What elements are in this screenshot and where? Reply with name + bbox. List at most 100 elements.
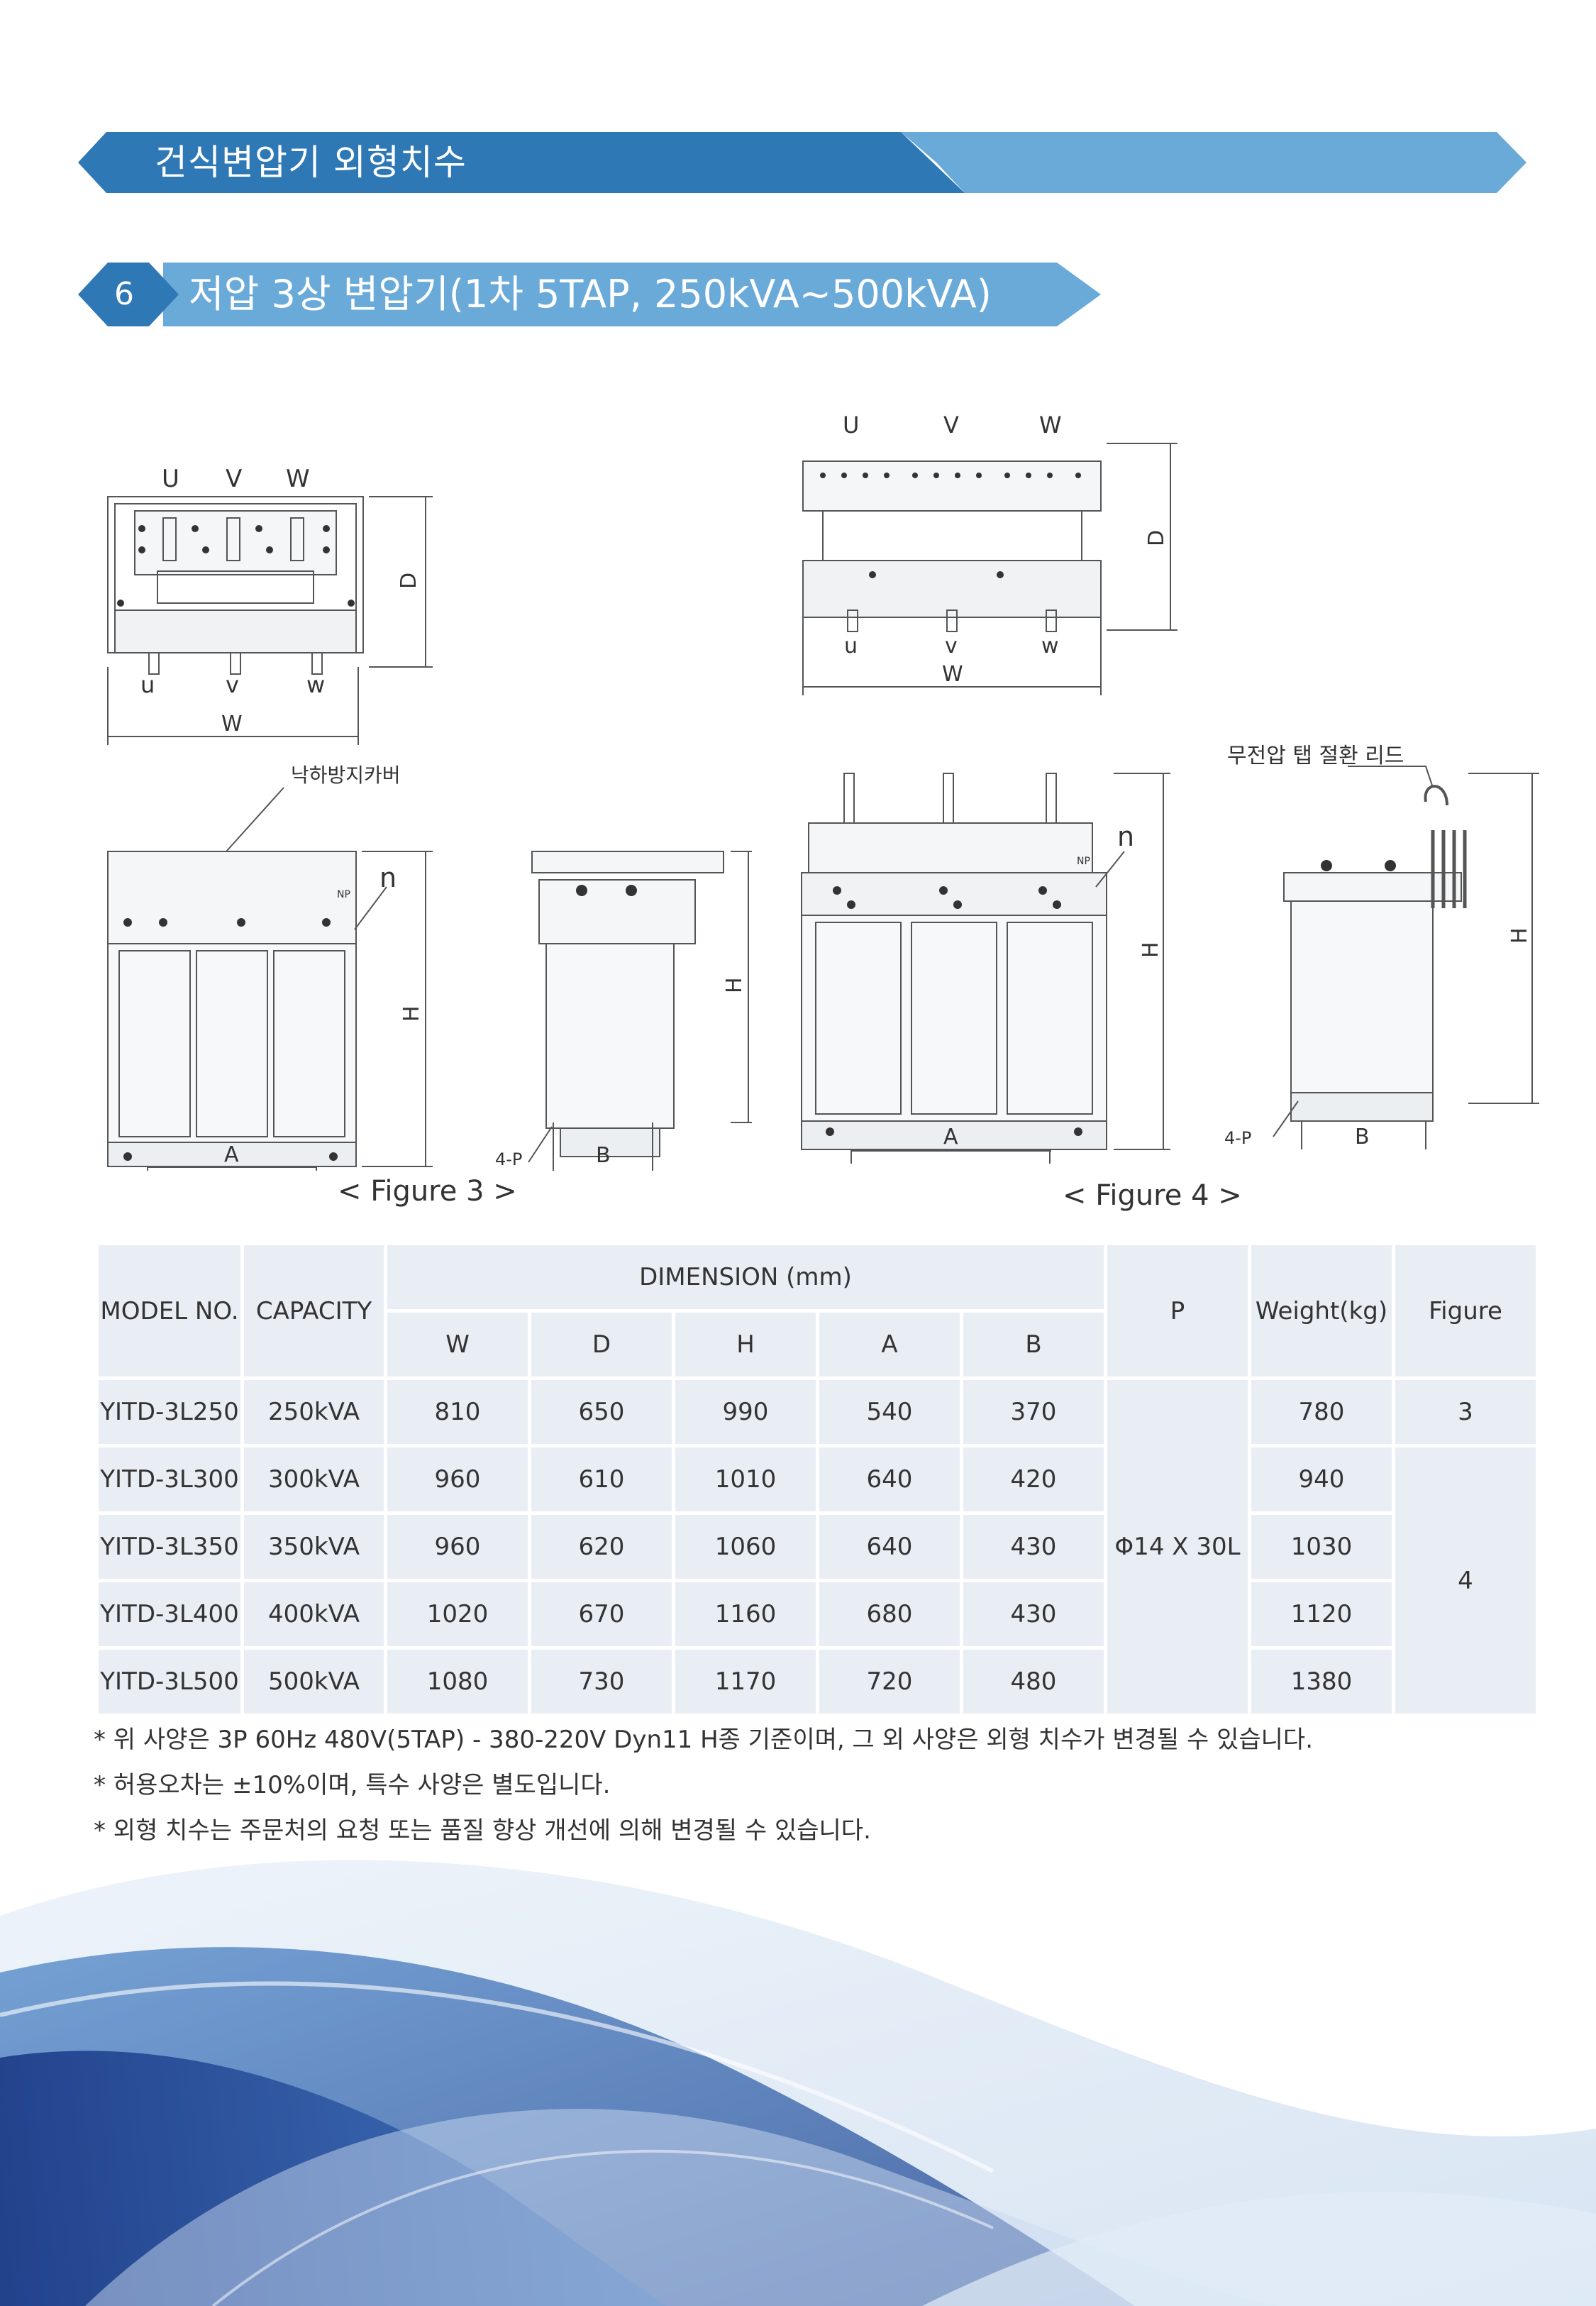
th-d: D — [531, 1313, 672, 1377]
figure3-front-dim-a: A — [148, 1139, 318, 1174]
fig4-top-label-u: u — [844, 634, 858, 658]
cell-h: 1160 — [675, 1582, 816, 1646]
th-model: MODEL NO. — [99, 1245, 240, 1377]
cell-b: 420 — [963, 1447, 1104, 1511]
fig4-front-dim-A: A — [943, 1125, 958, 1149]
th-p: P — [1107, 1245, 1248, 1377]
table-subheader-row: W D H A B — [99, 1313, 1536, 1377]
cell-model: YITD-3L250 — [99, 1380, 240, 1444]
cell-figure: 3 — [1395, 1380, 1536, 1444]
fig3-top-label-V: V — [226, 465, 242, 493]
th-a: A — [819, 1313, 960, 1377]
cell-capacity: 250kVA — [244, 1380, 384, 1444]
fig3-side-dim-B: B — [596, 1143, 611, 1168]
figure4-front-drawing: n NP H — [801, 773, 1170, 1164]
section-banner: 6 저압 3상 변압기(1차 5TAP, 250kVA~500kVA) — [78, 263, 1101, 326]
th-capacity: CAPACITY — [244, 1245, 384, 1377]
table-row: YITD-3L500 500kVA 1080 730 1170 720 480 … — [99, 1650, 1536, 1714]
fig3-top-dim-W: W — [221, 712, 243, 737]
fig3-top-label-u: u — [140, 671, 155, 698]
cell-a: 540 — [819, 1380, 960, 1444]
cell-a: 680 — [819, 1582, 960, 1646]
cell-weight: 1030 — [1251, 1515, 1392, 1579]
figure3-front-drawing: 낙하방지카버 n NP H — [107, 763, 433, 1171]
cell-figure: 4 — [1395, 1447, 1536, 1714]
cell-w: 810 — [387, 1380, 528, 1444]
th-dimension: DIMENSION (mm) — [387, 1245, 1104, 1309]
table-row: YITD-3L400 400kVA 1020 670 1160 680 430 … — [99, 1582, 1536, 1646]
cell-capacity: 400kVA — [244, 1582, 384, 1646]
fig3-top-label-W: W — [286, 465, 310, 493]
fig4-side-dim-H: H — [1507, 927, 1532, 944]
cell-model: YITD-3L500 — [99, 1650, 240, 1714]
cell-w: 960 — [387, 1447, 528, 1511]
fig4-front-dim-H: H — [1138, 942, 1163, 958]
table-row: YITD-3L350 350kVA 960 620 1060 640 430 1… — [99, 1515, 1536, 1579]
header-banner-shape — [78, 132, 1526, 193]
fig3-front-dim-A: A — [224, 1142, 239, 1167]
section-number: 6 — [114, 276, 134, 312]
fig4-front-np: NP — [1077, 856, 1090, 867]
fig4-side-bolt: 4-P — [1224, 1128, 1251, 1148]
note-item: * 허용오차는 ±10%이며, 특수 사양은 별도입니다. — [94, 1771, 611, 1799]
cell-weight: 1380 — [1251, 1650, 1392, 1714]
th-w: W — [387, 1313, 528, 1377]
figure4-side-view: H B 4-P — [1220, 738, 1546, 1164]
header-banner: 건식변압기 외형치수 — [78, 132, 1526, 193]
th-figure: Figure — [1395, 1245, 1536, 1377]
cell-d: 730 — [531, 1650, 672, 1714]
cell-h: 1010 — [675, 1447, 816, 1511]
cell-w: 1020 — [387, 1582, 528, 1646]
fig4-top-label-v: v — [945, 634, 958, 658]
section-title: 저압 3상 변압기(1차 5TAP, 250kVA~500kVA) — [189, 272, 992, 316]
cell-d: 670 — [531, 1582, 672, 1646]
header-title: 건식변압기 외형치수 — [155, 142, 467, 183]
figure4-front-dim-a: A — [851, 1122, 1057, 1158]
fig4-top-dim-W: W — [942, 662, 963, 687]
note-item: * 외형 치수는 주문처의 요청 또는 품질 향상 개선에 의해 변경될 수 있… — [94, 1816, 871, 1845]
figure4-side-drawing: H B 4-P — [1224, 766, 1539, 1149]
fig4-side-dim-B: B — [1355, 1125, 1370, 1149]
section-banner-shape — [78, 263, 1101, 326]
fig3-top-dim-D: D — [397, 573, 421, 589]
cell-model: YITD-3L350 — [99, 1515, 240, 1579]
cell-b: 370 — [963, 1380, 1104, 1444]
figure4-top-drawing: U V W u v w W D — [802, 412, 1177, 695]
cell-w: 960 — [387, 1515, 528, 1579]
th-weight: Weight(kg) — [1251, 1245, 1392, 1377]
cell-h: 1170 — [675, 1650, 816, 1714]
fig4-top-label-W: W — [1039, 412, 1062, 438]
fig3-front-callout: 낙하방지카버 — [291, 763, 401, 787]
cell-capacity: 300kVA — [244, 1447, 384, 1511]
fig3-front-dim-H: H — [399, 1005, 424, 1022]
cell-weight: 940 — [1251, 1447, 1392, 1511]
figure3-side-view: H B 4-P — [489, 837, 759, 1171]
table-row: YITD-3L300 300kVA 960 610 1010 640 420 9… — [99, 1447, 1536, 1714]
cell-h: 990 — [675, 1380, 816, 1444]
cell-weight: 1120 — [1251, 1582, 1392, 1646]
figure4-caption: < Figure 4 > — [1063, 1179, 1242, 1212]
figure3-front-view: 낙하방지카버 n NP H — [99, 759, 447, 1171]
fig4-top-label-U: U — [843, 412, 859, 438]
cell-a: 640 — [819, 1447, 960, 1511]
fig3-side-bolt: 4-P — [495, 1149, 522, 1169]
spec-table: MODEL NO. CAPACITY DIMENSION (mm) P Weig… — [95, 1242, 1539, 1717]
figure3-caption: < Figure 3 > — [338, 1175, 517, 1208]
cell-d: 620 — [531, 1515, 672, 1579]
figure4-top-view: U V W u v w W D — [794, 404, 1192, 702]
fig4-top-label-w: w — [1041, 634, 1059, 658]
cell-d: 610 — [531, 1447, 672, 1511]
table-header-row: MODEL NO. CAPACITY DIMENSION (mm) P Weig… — [99, 1245, 1536, 1377]
table-row: YITD-3L250 250kVA 810 650 990 540 370 Φ1… — [99, 1380, 1536, 1714]
fig3-front-np: NP — [337, 889, 350, 900]
fig3-top-label-w: w — [306, 671, 325, 698]
cell-p: Φ14 X 30L — [1107, 1380, 1248, 1714]
notes: * 위 사양은 3P 60Hz 480V(5TAP) - 380-220V Dy… — [94, 1719, 1313, 1855]
cell-h: 1060 — [675, 1515, 816, 1579]
cell-w: 1080 — [387, 1650, 528, 1714]
note-item: * 위 사양은 3P 60Hz 480V(5TAP) - 380-220V Dy… — [94, 1726, 1313, 1754]
figure4-front-view: n NP H — [794, 766, 1192, 1164]
cell-b: 480 — [963, 1650, 1104, 1714]
figure3-side-drawing: H B 4-P — [495, 851, 752, 1171]
